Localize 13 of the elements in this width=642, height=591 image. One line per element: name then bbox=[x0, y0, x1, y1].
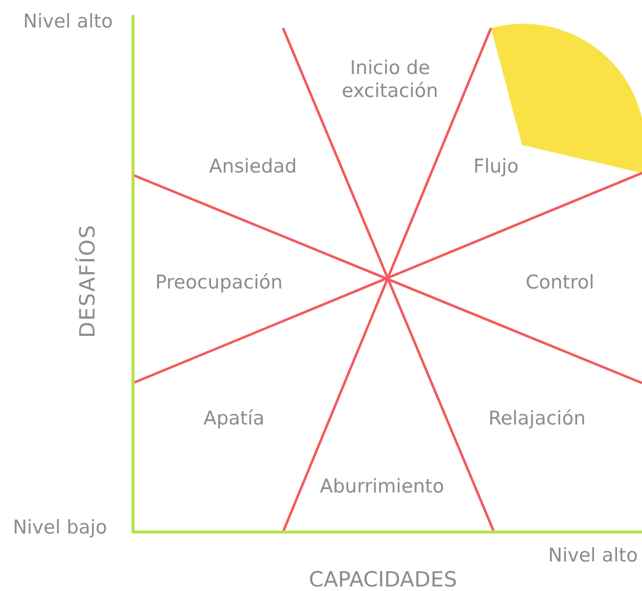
region-label: Relajación bbox=[488, 408, 586, 430]
axis-tick-label: Nivel alto bbox=[23, 10, 113, 34]
region-label: Inicio de excitación bbox=[340, 57, 440, 103]
region-label: Control bbox=[526, 272, 594, 294]
axis-tick-label: Nivel bajo bbox=[12, 516, 108, 540]
region-label: Ansiedad bbox=[209, 156, 297, 178]
region-label: Apatía bbox=[203, 408, 265, 430]
region-label: Flujo bbox=[473, 156, 519, 178]
axis-tick-label: Nivel alto bbox=[548, 544, 638, 568]
region-label: Aburrimiento bbox=[320, 476, 444, 498]
axis-title: DESAFÍOS bbox=[76, 224, 100, 338]
axis-title: CAPACIDADES bbox=[308, 568, 458, 591]
region-label: Preocupación bbox=[155, 272, 283, 294]
